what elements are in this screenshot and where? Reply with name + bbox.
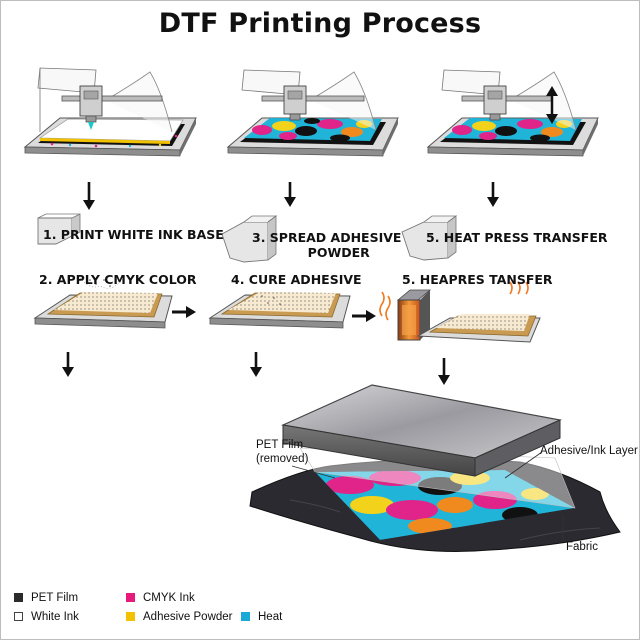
legend-item-pet-film: PET Film [14, 592, 78, 604]
legend-item-white-ink: White Ink [14, 611, 79, 623]
callout-adhesive-ink-layer: Adhesive/Ink Layer [540, 445, 638, 457]
callout-fabric: Fabric [566, 541, 598, 553]
callout-pet-film-line2: (removed) [256, 453, 309, 465]
ink-speckles-1 [50, 134, 178, 148]
callout-pet-film-line1: PET Film [256, 439, 304, 451]
step-label-apply-cmyk: 2. APPLY CMYK COLOR [39, 272, 197, 287]
down-arrow-icon [438, 358, 450, 385]
legend-swatch [14, 612, 23, 621]
heat-press-plate [280, 384, 563, 477]
step-label-print-white: 1. PRINT WHITE INK BASE [43, 227, 224, 242]
down-arrow-icon [487, 182, 499, 207]
step-label-spread-adhesive-line1: 3. SPREAD ADHESIVE [252, 230, 402, 245]
step-label-heat-press-transfer-2: 5. HEAPRES TANSFER [402, 272, 553, 287]
legend-label: PET Film [31, 592, 79, 604]
printer-step-2 [226, 69, 399, 157]
down-arrow-icon [62, 352, 74, 377]
down-arrow-icon [250, 352, 262, 377]
printer-step-3 [426, 69, 599, 157]
step-label-spread-adhesive: 3. SPREAD ADHESIVE POWDER [252, 230, 401, 260]
film-tray-2 [208, 292, 351, 329]
callout-leader-lines [291, 451, 564, 540]
legend-swatch [126, 593, 135, 602]
film-tray-1 [33, 277, 173, 329]
down-arrow-icon [284, 182, 296, 207]
up-down-arrow-icon [546, 86, 558, 124]
step-label-cure-adhesive: 4. CURE ADHESIVE [231, 272, 362, 287]
right-arrow-icon [352, 310, 376, 322]
legend-label: Heat [258, 611, 283, 623]
powder-hopper [37, 213, 81, 245]
printer-step-1 [23, 67, 197, 157]
callout-pet-film: PET Film (removed) [256, 438, 308, 466]
down-arrow-icon [83, 182, 95, 210]
step-label-spread-adhesive-line2: POWDER [307, 245, 370, 260]
transferred-design [315, 470, 575, 540]
legend-swatch [126, 612, 135, 621]
legend-item-cmyk-ink: CMYK Ink [126, 592, 195, 604]
right-arrow-icon [172, 306, 196, 318]
powder-hopper [401, 215, 458, 261]
legend-label: White Ink [31, 611, 79, 623]
legend-label: CMYK Ink [143, 592, 195, 604]
cmyk-print-2 [244, 118, 382, 142]
powder-hopper [221, 215, 278, 263]
legend-label: Adhesive Powder [143, 611, 233, 623]
heat-waves-icon [379, 281, 529, 321]
step-label-heat-press-transfer: 5. HEAT PRESS TRANSFER [426, 230, 608, 245]
legend-swatch [14, 593, 23, 602]
heat-press-oven [396, 289, 541, 343]
cmyk-print-3 [444, 118, 582, 142]
legend-swatch [241, 612, 250, 621]
legend-item-heat: Heat [241, 611, 282, 623]
page-title: DTF Printing Process [158, 8, 482, 39]
legend-item-adhesive-powder: Adhesive Powder [126, 611, 233, 623]
